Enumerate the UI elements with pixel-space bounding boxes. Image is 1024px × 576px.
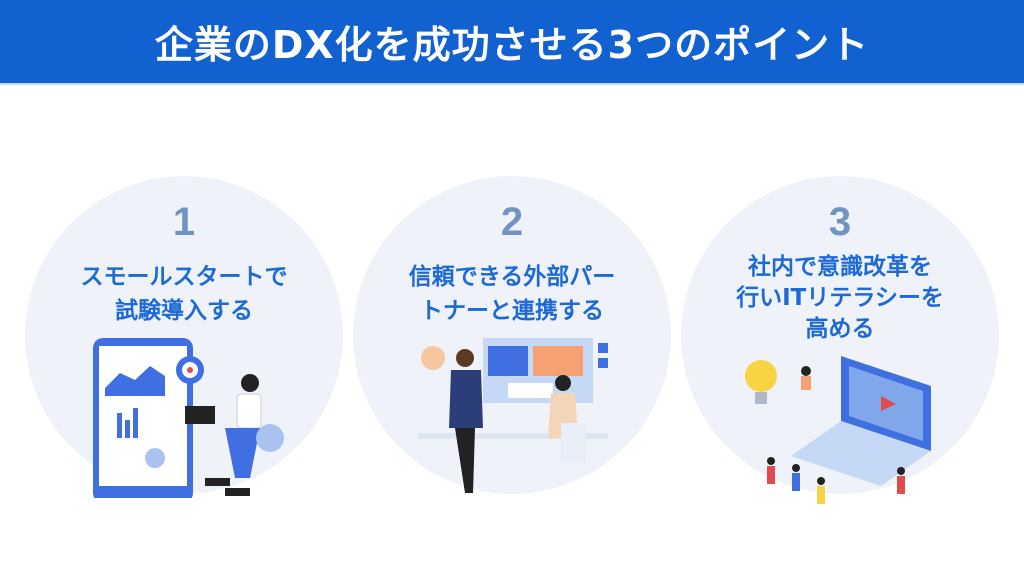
title-line: 信頼できる外部パー bbox=[408, 264, 616, 290]
title-line: 高める bbox=[805, 316, 875, 342]
point-card-1: 1 スモールスタートで 試験導入する bbox=[25, 176, 343, 498]
title-line: 試験導入する bbox=[115, 298, 253, 324]
title-line: 社内で意識改革を bbox=[748, 254, 932, 280]
point-number: 1 bbox=[172, 200, 196, 244]
title-line: 行いITリテラシーを bbox=[736, 285, 944, 311]
it-literacy-laptop-illustration bbox=[745, 356, 931, 504]
smartphone-analytics-illustration bbox=[93, 338, 284, 498]
partner-meeting-illustration bbox=[418, 338, 608, 493]
title-line: トナーと連携する bbox=[420, 298, 604, 324]
point-title: 信頼できる外部パー トナーと連携する bbox=[373, 260, 651, 328]
point-title: スモールスタートで 試験導入する bbox=[45, 260, 323, 328]
point-title: 社内で意識改革を 行いITリテラシーを 高める bbox=[701, 252, 979, 345]
point-card-3: 3 社内で意識改革を 行いITリテラシーを 高める bbox=[681, 176, 999, 504]
point-number: 3 bbox=[828, 200, 852, 244]
point-number: 2 bbox=[500, 200, 524, 244]
page-title: 企業のDX化を成功させる3つのポイント bbox=[154, 23, 870, 67]
title-line: スモールスタートで bbox=[80, 264, 288, 290]
point-card-2: 2 信頼できる外部パー トナーと連携する bbox=[353, 176, 671, 494]
header-banner: 企業のDX化を成功させる3つのポイント bbox=[0, 0, 1024, 85]
